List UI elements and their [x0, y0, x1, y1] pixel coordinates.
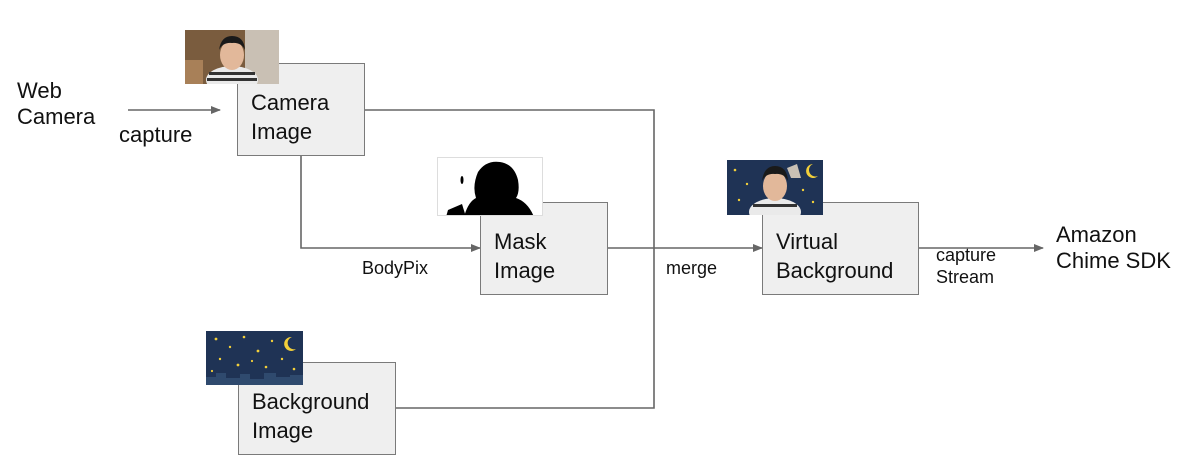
camera-image-label: Camera Image: [251, 90, 330, 144]
background-to-merge-line: [395, 248, 655, 409]
night-sky-thumbnail: [206, 331, 303, 385]
bodypix-edge-label: BodyPix: [362, 258, 429, 278]
amazon-chime-sdk-label: Amazon Chime SDK: [1056, 222, 1171, 274]
web-camera-label: Web Camera: [17, 78, 96, 130]
virtual-background-thumbnail: [727, 160, 823, 215]
capture-stream-edge-label: capture Stream: [936, 245, 997, 287]
mask-image-label: Mask Image: [494, 229, 556, 283]
background-image-label: Background Image: [252, 389, 370, 443]
mask-thumbnail: [437, 157, 543, 216]
virtual-background-label: Virtual Background: [776, 229, 894, 283]
capture-edge-label: capture: [119, 122, 193, 147]
virtual-background-box: Virtual Background: [762, 202, 919, 295]
merge-edge-label: merge: [666, 258, 718, 278]
mask-image-box: Mask Image: [480, 202, 608, 295]
camera-frame-thumbnail: [185, 30, 279, 84]
background-image-box: Background Image: [238, 362, 396, 455]
bodypix-arrow: [300, 155, 481, 252]
camera-to-merge-line: [364, 109, 655, 248]
